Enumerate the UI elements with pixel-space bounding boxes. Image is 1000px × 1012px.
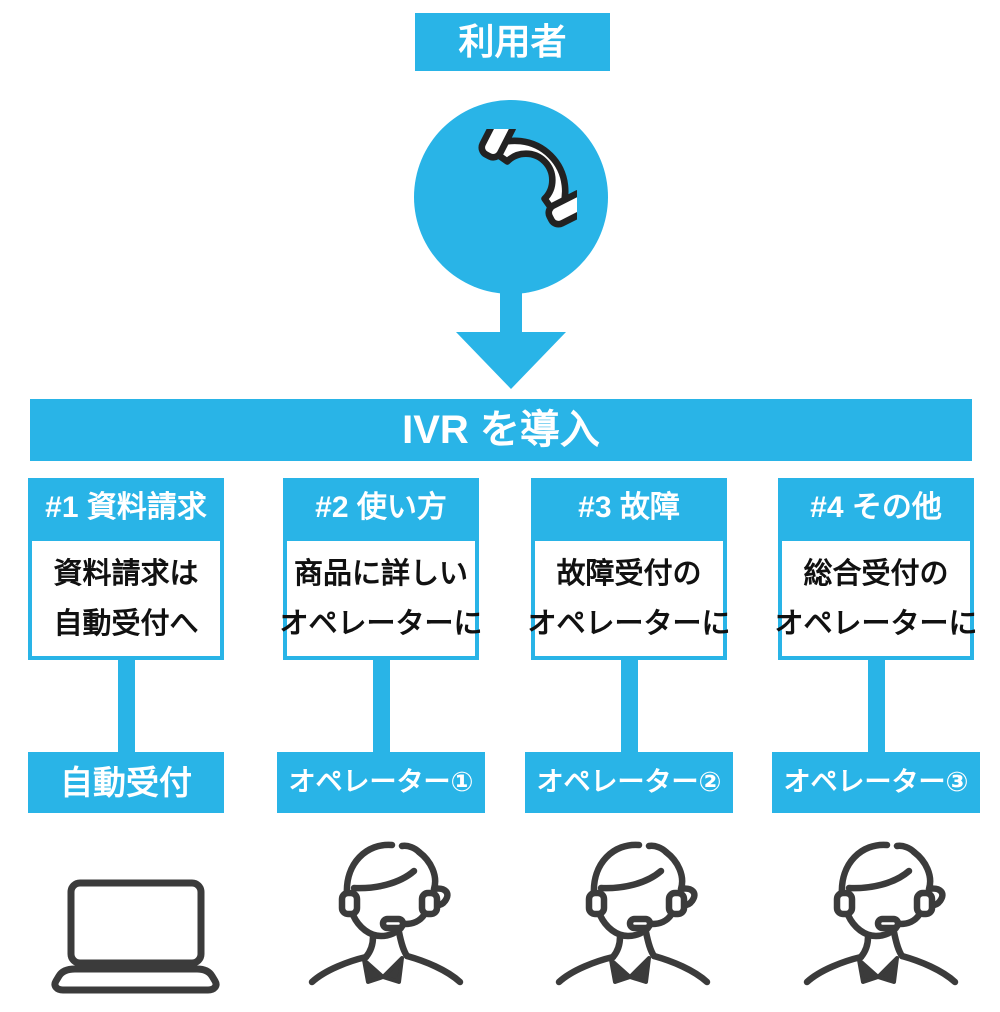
branch-malfunction: #3 故障 故障受付の オペレーターに オペレーター② (525, 478, 733, 813)
ivr-banner: IVR を導入 (30, 399, 972, 461)
description-line: 故障受付の (556, 557, 702, 590)
branch-description: 資料請求は 自動受付へ (28, 537, 224, 660)
description-line: オペレーターに (527, 607, 731, 640)
description-line: 商品に詳しい (293, 557, 468, 590)
flow-arrow-head (456, 332, 566, 389)
branch-other: #4 その他 総合受付の オペレーターに オペレーター③ (772, 478, 980, 813)
operator-icon (542, 833, 712, 1012)
user-label: 利用者 (415, 13, 610, 71)
phone-circle (414, 100, 608, 294)
destination-label: 自動受付 (28, 752, 224, 813)
branch-connector (867, 660, 885, 752)
branch-header: #4 その他 (778, 478, 974, 537)
description-line: 自動受付へ (53, 607, 199, 640)
branch-description: 故障受付の オペレーターに (528, 537, 731, 660)
branch-description: 商品に詳しい オペレーターに (280, 537, 483, 660)
branch-header: #1 資料請求 (28, 478, 224, 537)
branch-header: #3 故障 (531, 478, 727, 537)
operator-icon (790, 833, 960, 1012)
branch-how-to-use: #2 使い方 商品に詳しい オペレーターに オペレーター① (277, 478, 485, 813)
operator-icon (295, 833, 465, 1012)
laptop-icon (46, 878, 221, 1001)
branch-connector (117, 660, 135, 752)
description-line: オペレーターに (279, 607, 483, 640)
destination-label: オペレーター① (277, 752, 485, 813)
description-line: 総合受付の (803, 557, 949, 590)
branch-description: 総合受付の オペレーターに (775, 537, 978, 660)
phone-handset-icon (445, 112, 594, 266)
branch-header: #2 使い方 (283, 478, 479, 537)
flow-arrow-stem (500, 290, 522, 334)
description-line: オペレーターに (774, 607, 978, 640)
branch-connector (372, 660, 390, 752)
description-line: 資料請求は (53, 557, 199, 590)
destination-label: オペレーター② (525, 752, 733, 813)
branch-connector (620, 660, 638, 752)
destination-label: オペレーター③ (772, 752, 980, 813)
branch-document-request: #1 資料請求 資料請求は 自動受付へ 自動受付 (28, 478, 224, 813)
